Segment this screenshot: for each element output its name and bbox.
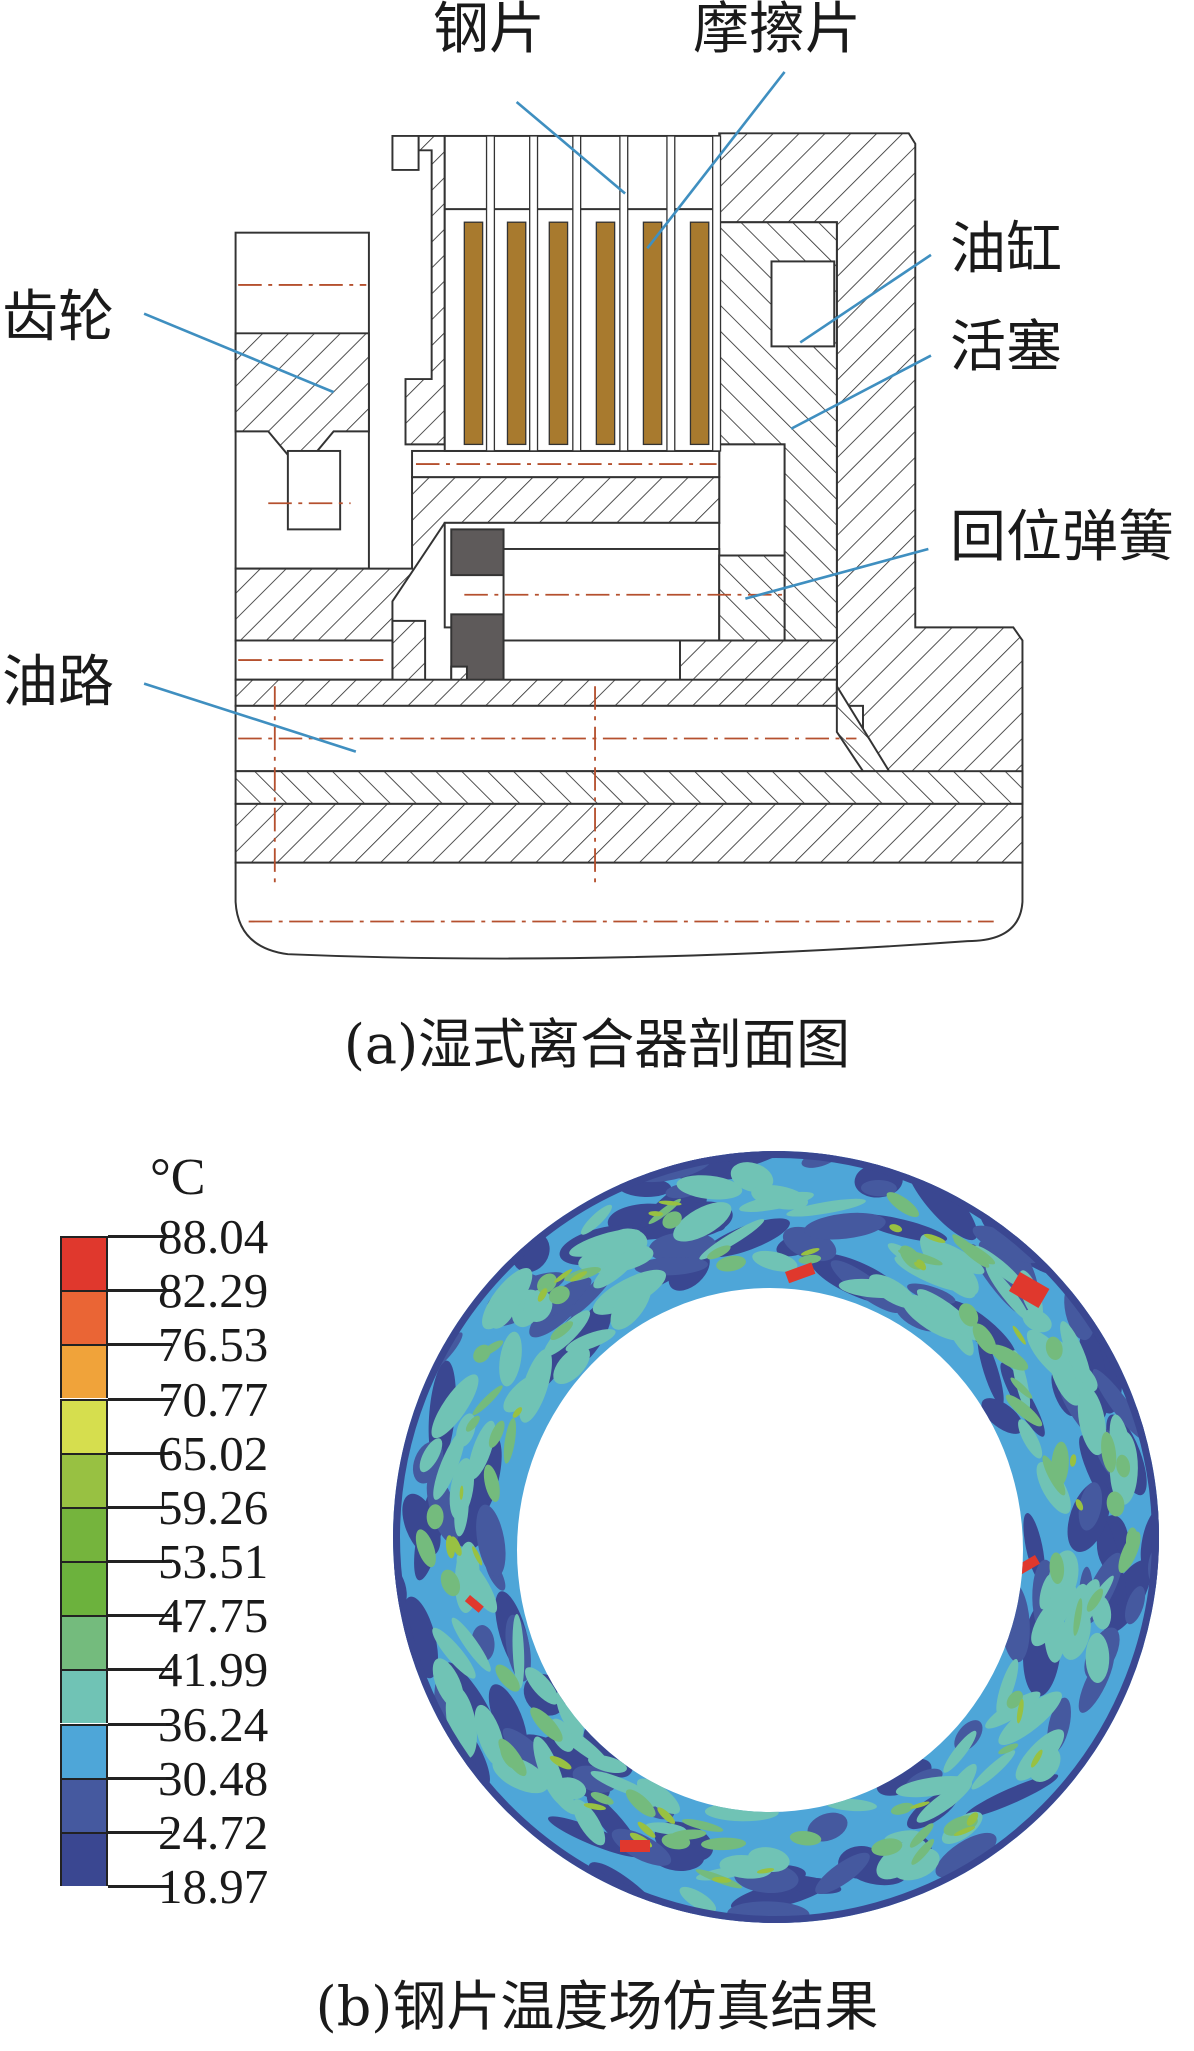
legend-swatch: [60, 1290, 108, 1345]
legend-value: 53.51: [158, 1534, 269, 1589]
steel-plate: [666, 135, 676, 452]
legend-swatch: [60, 1344, 108, 1399]
legend-tick: [108, 1885, 172, 1888]
legend-value: 88.04: [158, 1209, 269, 1264]
steel-plate: [529, 135, 539, 452]
friction-plate: [506, 221, 527, 446]
legend-swatch: [60, 1236, 108, 1291]
legend-tick: [108, 1235, 172, 1238]
legend-unit: °C: [150, 1149, 206, 1206]
legend-value: 30.48: [158, 1750, 269, 1806]
steel-plate: [572, 135, 582, 452]
caption-a: (a)湿式离合器剖面图: [343, 1013, 851, 1076]
temperature-legend: [60, 1235, 172, 1888]
hot-spot: [784, 1262, 816, 1284]
steel-plate: [485, 135, 496, 452]
friction-plate: [595, 221, 616, 446]
legend-tick: [108, 1614, 172, 1618]
friction-plate: [548, 221, 569, 446]
legend-value: 47.75: [158, 1588, 269, 1644]
label-oil-cylinder: 油缸: [950, 217, 1062, 282]
legend-tick: [108, 1722, 172, 1726]
caption-b: (b)钢片温度场仿真结果: [315, 1975, 879, 2038]
legend-value: 24.72: [158, 1804, 269, 1860]
leader-lines: [143, 71, 932, 753]
legend-tick: [108, 1505, 172, 1509]
legend-value: 59.26: [158, 1479, 269, 1535]
legend-tick: [108, 1397, 172, 1401]
label-gear: 齿轮: [2, 285, 114, 350]
label-piston: 活塞: [950, 315, 1062, 380]
legend-tick: [108, 1451, 172, 1455]
hot-spot: [464, 1594, 484, 1613]
legend-swatch: [60, 1831, 108, 1886]
legend-tick: [108, 1668, 172, 1672]
steel-plate-temperature-field: [393, 1151, 1159, 1923]
legend-swatch: [60, 1723, 108, 1778]
legend-value: 18.97: [158, 1859, 269, 1914]
label-oil-path: 油路: [2, 650, 114, 715]
legend-swatch: [60, 1777, 108, 1832]
legend-tick: [108, 1289, 172, 1293]
legend-swatch: [60, 1452, 108, 1507]
steel-plate: [712, 135, 722, 452]
legend-value: 41.99: [158, 1642, 269, 1698]
legend-swatch: [60, 1506, 108, 1561]
legend-swatch: [60, 1669, 108, 1724]
legend-swatch: [60, 1561, 108, 1616]
hot-spot: [620, 1840, 650, 1852]
hot-spot: [1009, 1272, 1050, 1309]
wet-clutch-cross-section: [143, 71, 1024, 960]
friction-plate: [689, 221, 710, 446]
legend-value: 82.29: [158, 1263, 269, 1319]
legend-swatch: [60, 1615, 108, 1670]
steel-plate: [619, 135, 629, 452]
legend-tick: [108, 1776, 172, 1780]
legend-swatch: [60, 1398, 108, 1453]
legend-tick: [108, 1560, 172, 1563]
label-return-spring: 回位弹簧: [950, 505, 1174, 570]
legend-value: 76.53: [158, 1317, 269, 1373]
legend-value: 36.24: [158, 1696, 269, 1752]
friction-plate: [463, 221, 484, 446]
legend-value: 65.02: [158, 1425, 269, 1481]
label-friction-plate: 摩擦片: [693, 0, 861, 62]
legend-tick: [108, 1830, 172, 1834]
label-steel-plate: 钢片: [433, 0, 545, 62]
legend-value: 70.77: [158, 1371, 269, 1427]
friction-plate: [642, 221, 663, 446]
legend-tick: [108, 1343, 172, 1347]
